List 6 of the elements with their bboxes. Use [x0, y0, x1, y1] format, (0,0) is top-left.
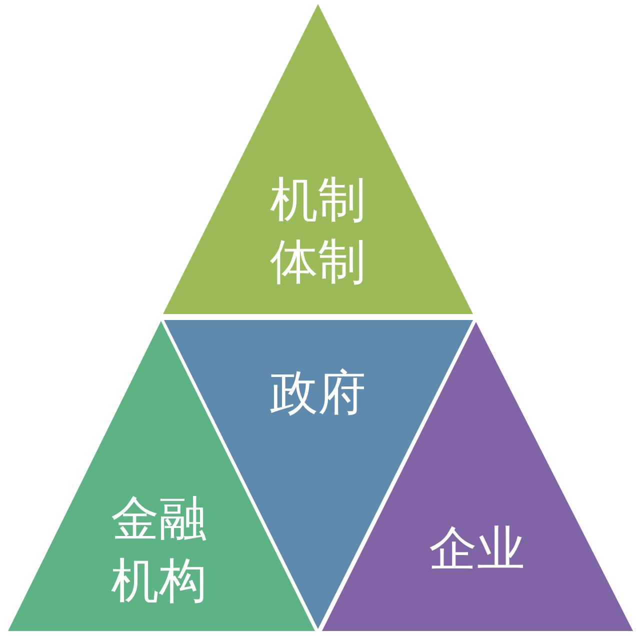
triangle-block [8, 321, 315, 631]
triangle-block [163, 4, 473, 314]
block-label: 机制体制 [269, 173, 367, 291]
block-label: 金融机构 [110, 492, 208, 610]
block-label: 政府 [269, 366, 367, 422]
block-label: 企业 [428, 522, 526, 578]
